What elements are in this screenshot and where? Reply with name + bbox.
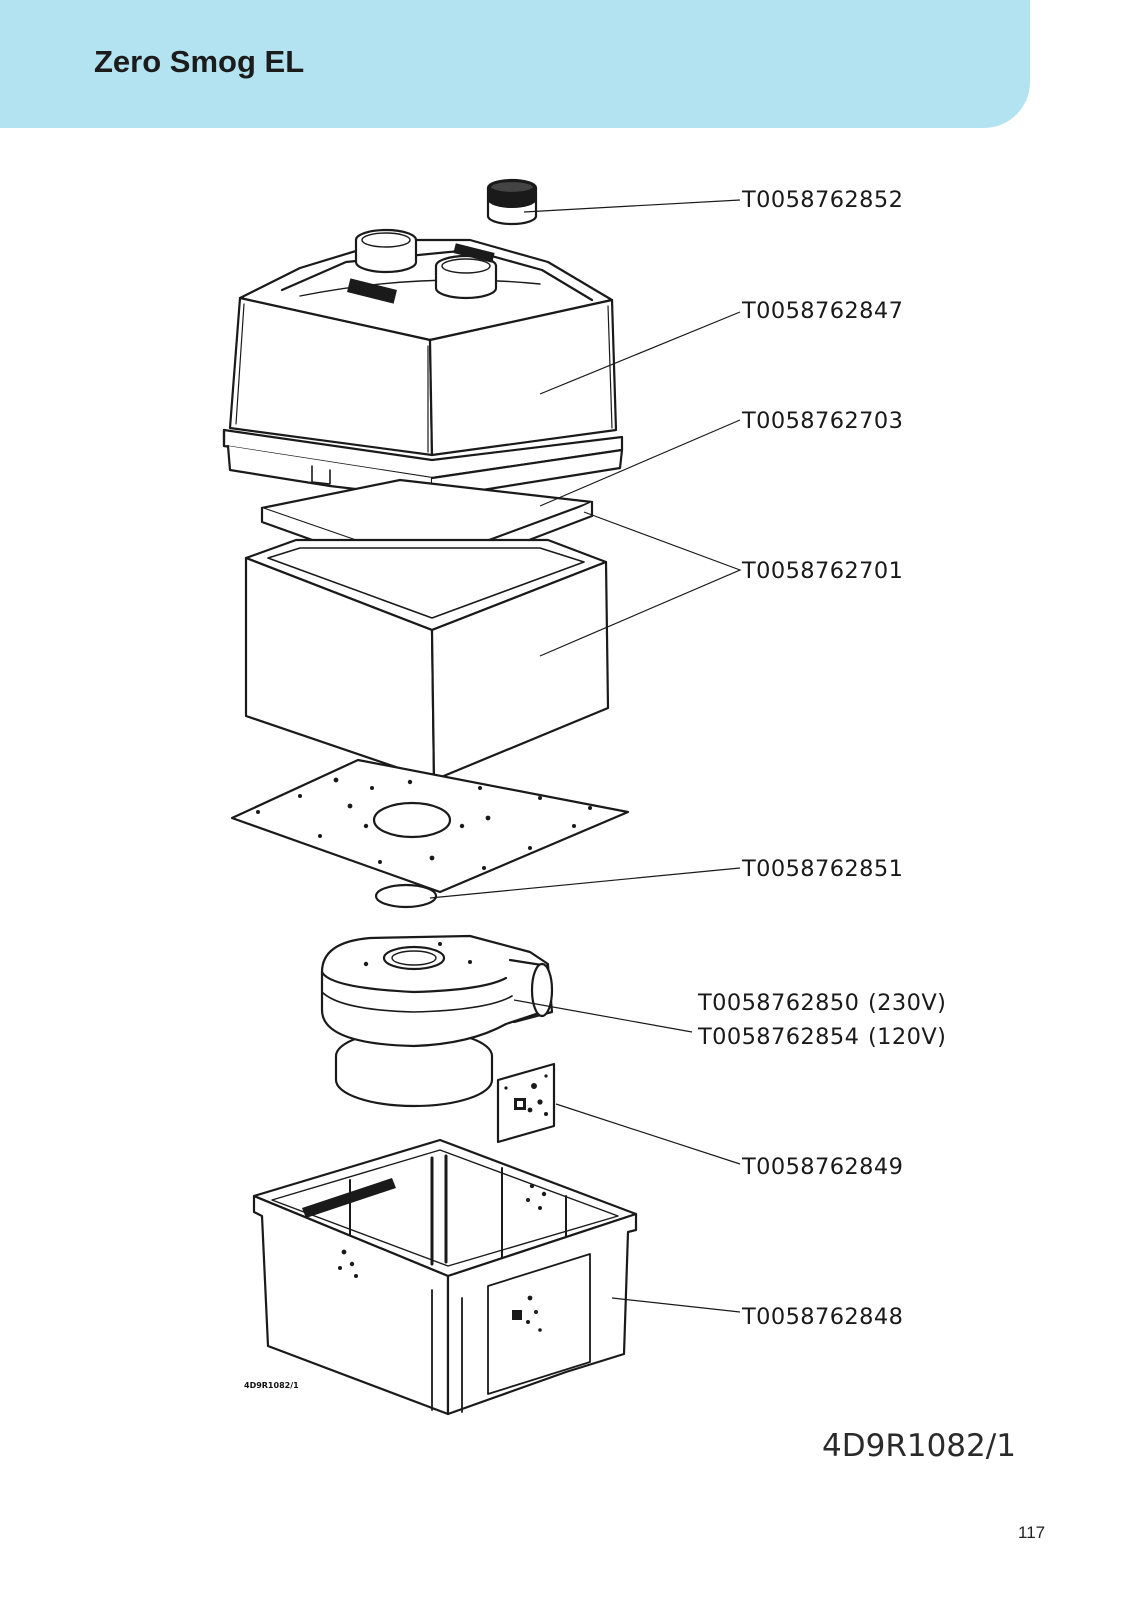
base-plate-part: [230, 758, 630, 894]
filter-box-part: [244, 538, 610, 782]
header-band: [0, 0, 1030, 128]
part-label-fan-230v-voltage: (230V): [868, 990, 946, 1016]
part-label-gasket: T0058762851: [741, 856, 903, 882]
part-label-filter-plate: T0058762703: [741, 408, 903, 434]
page-number: 117: [1018, 1523, 1046, 1542]
part-label-circuit-board: T0058762849: [741, 1154, 903, 1180]
gasket-part: [374, 883, 438, 909]
part-label-fan-230v: T0058762850: [697, 990, 859, 1016]
base-housing-part: [252, 1138, 638, 1416]
circuit-board-part: [496, 1062, 556, 1144]
part-label-base-housing: T0058762848: [741, 1304, 903, 1330]
drawing-code-small: 4D9R1082/1: [244, 1381, 299, 1390]
page-title: Zero Smog EL: [94, 44, 305, 79]
fan-part: [320, 934, 554, 1108]
cap-ring-part: [486, 178, 538, 226]
part-label-filter-box: T0058762701: [741, 558, 903, 584]
part-label-cap-ring: T0058762852: [741, 187, 903, 213]
part-label-fan-120v-voltage: (120V): [868, 1024, 946, 1050]
leader-lines: [429, 199, 742, 1313]
drawing-code: 4D9R1082/1: [822, 1428, 1016, 1464]
part-label-top-cover: T0058762847: [741, 298, 903, 324]
top-cover-part: [222, 228, 624, 500]
part-label-fan-120v: T0058762854: [697, 1024, 859, 1050]
